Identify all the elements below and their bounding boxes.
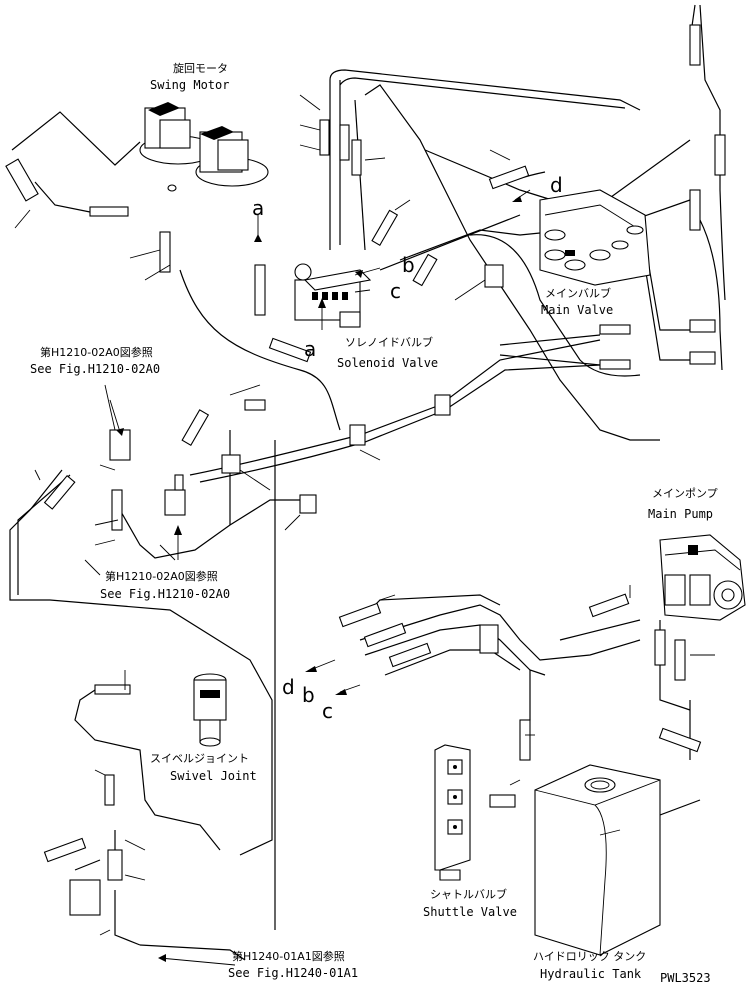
pipe-clamps bbox=[221, 264, 504, 654]
letter-c-top: c bbox=[390, 279, 401, 303]
component-labels: 旋回モータ Swing Motor ソレノイドバルブ Solenoid Valv… bbox=[30, 61, 718, 985]
hydraulic-tank-label-jp: ハイドロリック タンク bbox=[533, 950, 646, 963]
ref-label-1-jp: 第H1210-02A0図参照 bbox=[40, 345, 153, 359]
shuttle-valve bbox=[434, 744, 471, 881]
main-pump bbox=[659, 534, 746, 621]
main-valve bbox=[539, 189, 651, 286]
main-valve-label-en: Main Valve bbox=[541, 303, 613, 317]
swivel-joint bbox=[193, 673, 227, 747]
shuttle-valve-label-en: Shuttle Valve bbox=[423, 905, 517, 919]
letter-d-top: d bbox=[550, 173, 563, 197]
swing-motor-label-en: Swing Motor bbox=[150, 78, 229, 92]
hydraulic-tank bbox=[534, 764, 661, 956]
solenoid-valve-label-en: Solenoid Valve bbox=[337, 356, 438, 370]
ref-label-3-en: See Fig.H1240-01A1 bbox=[228, 966, 358, 980]
letter-c-bottom: c bbox=[322, 699, 333, 723]
connection-letters: a a b c d d b c bbox=[252, 173, 563, 723]
ref-label-3-jp: 第H1240-01A1図参照 bbox=[232, 949, 345, 963]
drawing-number: PWL3523 bbox=[660, 971, 711, 985]
ref-label-2-en: See Fig.H1210-02A0 bbox=[100, 587, 230, 601]
swivel-joint-label-en: Swivel Joint bbox=[170, 769, 257, 783]
letter-a-top: a bbox=[252, 196, 264, 220]
letter-a-mid: a bbox=[304, 337, 316, 361]
letter-b-bottom: b bbox=[302, 683, 315, 707]
ref-label-1-en: See Fig.H1210-02A0 bbox=[30, 362, 160, 376]
shuttle-valve-label-jp: シャトルバルブ bbox=[430, 887, 507, 901]
main-valve-label-jp: メインバルブ bbox=[545, 286, 611, 300]
main-pump-label-jp: メインポンプ bbox=[652, 487, 718, 500]
ref-label-2-jp: 第H1210-02A0図参照 bbox=[105, 569, 218, 583]
solenoid-valve bbox=[294, 263, 372, 328]
swing-motor bbox=[139, 102, 269, 192]
hose-fittings bbox=[5, 24, 726, 916]
leader-lines bbox=[14, 94, 715, 936]
swing-motor-label-jp: 旋回モータ bbox=[173, 61, 228, 75]
swivel-joint-label-jp: スイベルジョイント bbox=[150, 752, 249, 765]
letter-b-top: b bbox=[402, 253, 415, 277]
flow-arrows bbox=[109, 189, 531, 966]
main-pump-label-en: Main Pump bbox=[648, 507, 713, 521]
hydraulic-tank-label-en: Hydraulic Tank bbox=[540, 967, 642, 981]
letter-d-bottom: d bbox=[282, 675, 295, 699]
solenoid-valve-label-jp: ソレノイドバルブ bbox=[345, 335, 433, 349]
